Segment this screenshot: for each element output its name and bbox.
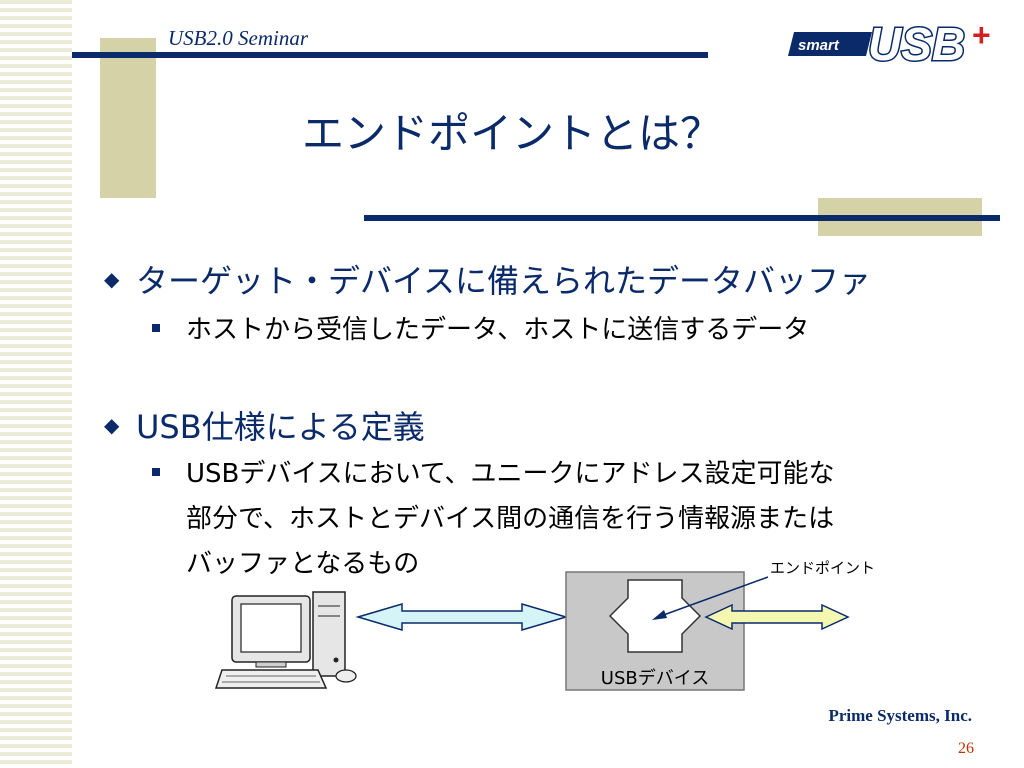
svg-text:smart: smart — [798, 37, 840, 54]
seminar-header: USB2.0 Seminar — [168, 26, 308, 50]
diamond-bullet-icon: ◆ — [104, 267, 120, 291]
bullet-2-sub-1-line-3: バッファとなるもの — [186, 549, 420, 579]
endpoint-buffer-shape — [608, 579, 702, 653]
slide-title: エンドポイントとは？ — [301, 109, 722, 158]
left-stripe-decoration — [0, 0, 72, 768]
bullet-2-text: USB仕様による定義 — [136, 408, 425, 446]
endpoint-label: エンドポイント — [770, 559, 876, 577]
host-computer-icon — [214, 591, 357, 689]
endpoint-pointer — [657, 576, 769, 618]
diamond-bullet-icon: ◆ — [104, 413, 120, 437]
page-number: 26 — [958, 740, 974, 757]
title-tan-block — [100, 38, 156, 198]
bullet-1-text: ターゲット・デバイスに備えられたデータバッファ — [136, 262, 872, 300]
bullet-2-sub-1-line-1: USBデバイスにおいて、ユニークにアドレス設定可能な — [186, 459, 835, 489]
bullet-1-sub-1-text: ホストから受信したデータ、ホストに送信するデータ — [186, 315, 810, 345]
svg-text:USB: USB — [868, 18, 965, 68]
external-arrow — [704, 603, 850, 631]
header-rule — [72, 52, 708, 58]
bullet-1: ◆ ターゲット・デバイスに備えられたデータバッファ — [104, 256, 871, 302]
square-bullet-icon — [152, 324, 160, 332]
host-device-arrow — [355, 602, 569, 632]
bullet-2-sub-1-line-2: 部分で、ホストとデバイス間の通信を行う情報源または — [186, 504, 835, 534]
svg-text:+: + — [972, 17, 991, 53]
square-bullet-icon — [152, 468, 160, 476]
smart-usb-plus-logo: smart USB + — [788, 17, 991, 68]
title-rule — [364, 215, 1000, 221]
company-footer: Prime Systems, Inc. — [828, 706, 972, 725]
bullet-2: ◆ USB仕様による定義 — [104, 402, 425, 448]
usb-device-label: USBデバイス — [600, 668, 710, 689]
